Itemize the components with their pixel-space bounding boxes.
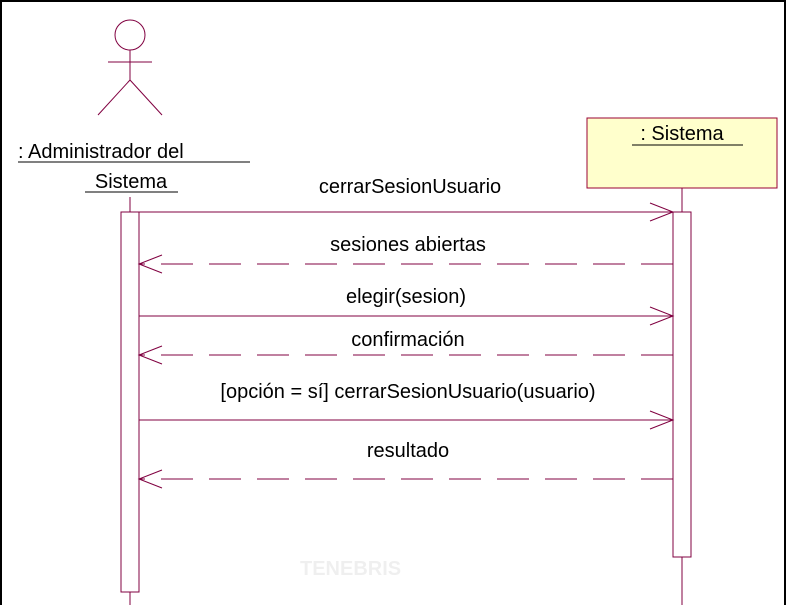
message-6-arrowhead [137,469,163,489]
object-activation [672,211,692,558]
message-4-arrowhead [137,345,163,365]
message-1-label: cerrarSesionUsuario [319,176,501,198]
message-2-label: sesiones abiertas [330,234,486,256]
message-6: resultado [137,440,673,489]
actor-head [114,19,146,51]
message-1: cerrarSesionUsuario [139,176,675,222]
actor-activation [120,211,140,593]
message-5: [opción = sí] cerrarSesionUsuario(usuari… [139,381,675,430]
object-name: : Sistema [640,123,724,145]
object-box [586,117,778,189]
message-6-label: resultado [367,440,449,462]
actor-leg-right [129,79,163,116]
message-2-arrowhead [137,254,163,274]
message-4: confirmación [137,329,673,365]
actor-name-line1: : Administrador del [18,141,184,163]
message-5-arrowhead [649,410,675,430]
message-3: elegir(sesion) [139,286,675,326]
message-2: sesiones abiertas [137,234,673,274]
message-3-arrowhead [649,306,675,326]
actor-figure-icon [97,19,163,116]
watermark-text: TENEBRIS [300,558,401,580]
message-5-label: [opción = sí] cerrarSesionUsuario(usuari… [220,381,595,403]
message-4-label: confirmación [351,329,464,351]
message-3-label: elegir(sesion) [346,286,466,308]
message-1-arrowhead [649,202,675,222]
actor-leg-left [97,79,131,116]
watermark: TENEBRIS [300,558,401,580]
actor-name-line2: Sistema [95,171,168,193]
